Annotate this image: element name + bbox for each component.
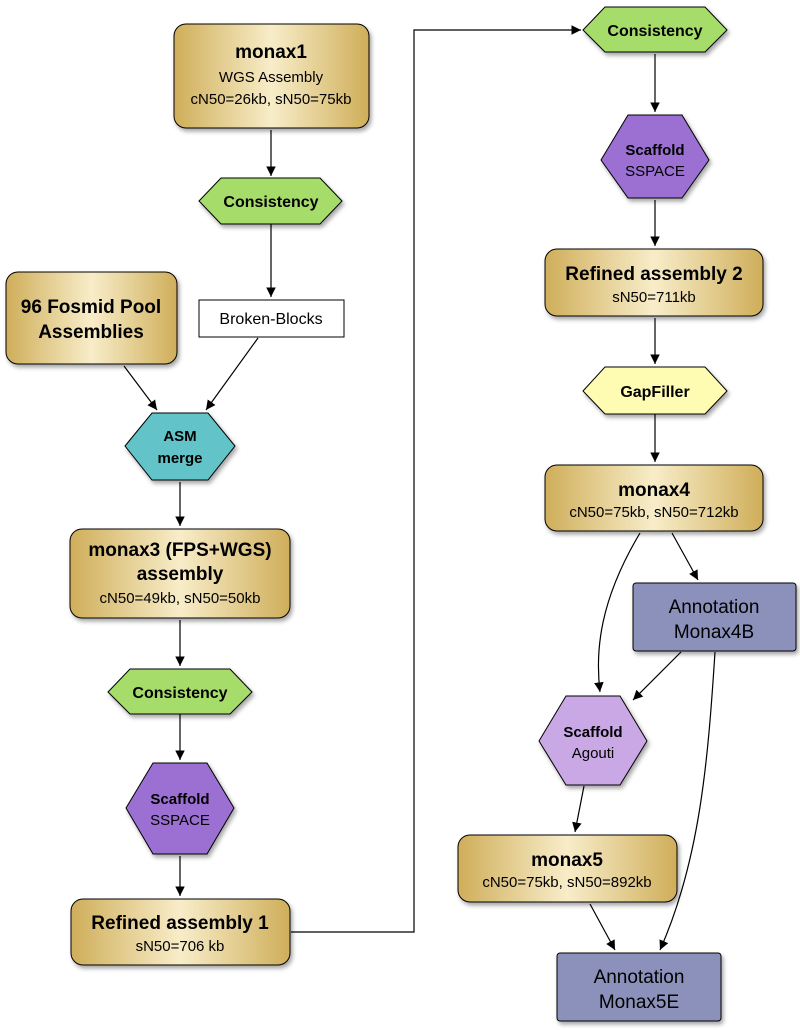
node-fosmid-pool: 96 Fosmid Pool Assemblies	[5, 271, 178, 365]
node-broken-blocks: Broken-Blocks	[198, 299, 345, 338]
monax4-title: monax4	[618, 480, 690, 501]
node-refined-assembly-2: Refined assembly 2 sN50=711kb	[544, 248, 764, 317]
edge-annotation4-annotation5	[659, 651, 716, 951]
monax1-title: monax1	[235, 42, 307, 63]
node-consistency-2: Consistency	[107, 668, 253, 715]
edges	[123, 25, 716, 951]
edge-brokenblocks-asmmerge	[205, 337, 259, 411]
annotation5-line2: Monax5E	[599, 992, 679, 1013]
edge-monax5-annotation5	[589, 903, 616, 951]
node-annotation-monax4b: Annotation Monax4B	[632, 582, 797, 652]
node-monax5: monax5 cN50=75kb, sN50=892kb	[457, 834, 678, 903]
fosmid-line2: Assemblies	[38, 322, 144, 343]
node-scaffold-agouti: Scaffold Agouti	[538, 695, 648, 786]
edge-fosmid-asmmerge	[123, 365, 158, 411]
refined-1-title: Refined assembly 1	[91, 913, 269, 934]
monax5-title: monax5	[531, 850, 603, 871]
asm-merge-line2: merge	[157, 450, 202, 467]
monax4-sub: cN50=75kb, sN50=712kb	[569, 504, 738, 521]
monax1-line2: cN50=26kb, sN50=75kb	[191, 91, 352, 108]
annotation4-line2: Monax4B	[674, 622, 754, 643]
node-scaffold-sspace-1: Scaffold SSPACE	[125, 762, 235, 855]
edge-annotation4-scaffold3	[632, 651, 682, 701]
consistency-1-label: Consistency	[223, 194, 318, 211]
node-consistency-1: Consistency	[198, 177, 343, 225]
node-monax3: monax3 (FPS+WGS) assembly cN50=49kb, sN5…	[69, 528, 291, 619]
asm-merge-line1: ASM	[163, 428, 196, 445]
refined-2-sub: sN50=711kb	[612, 289, 696, 306]
monax5-sub: cN50=75kb, sN50=892kb	[482, 874, 651, 891]
node-asm-merge: ASM merge	[124, 412, 236, 481]
scaffold-3-tool: Agouti	[572, 745, 615, 762]
consistency-3-label: Consistency	[607, 23, 702, 40]
edge-scaffold3-monax5	[572, 785, 585, 833]
edge-monax4-annotation4	[671, 532, 699, 581]
scaffold-1-tool: SSPACE	[150, 812, 210, 829]
node-refined-assembly-1: Refined assembly 1 sN50=706 kb	[70, 898, 291, 966]
fosmid-line1: 96 Fosmid Pool	[21, 297, 161, 318]
monax3-line1: monax3 (FPS+WGS)	[88, 540, 271, 561]
edge-refined1-consistency3	[291, 25, 581, 933]
monax3-line3: cN50=49kb, sN50=50kb	[100, 590, 261, 607]
node-gapfiller: GapFiller	[582, 366, 728, 415]
refined-2-title: Refined assembly 2	[565, 264, 742, 285]
node-monax1: monax1 WGS Assembly cN50=26kb, sN50=75kb	[173, 23, 370, 129]
node-annotation-monax5e: Annotation Monax5E	[556, 952, 722, 1022]
monax1-line1: WGS Assembly	[219, 69, 324, 86]
node-scaffold-sspace-2: Scaffold SSPACE	[600, 114, 710, 199]
edge-monax4-scaffold3	[594, 532, 641, 693]
monax3-line2: assembly	[137, 564, 224, 585]
broken-blocks-label: Broken-Blocks	[219, 311, 322, 328]
consistency-2-label: Consistency	[132, 685, 227, 702]
scaffold-1-title: Scaffold	[150, 791, 209, 808]
scaffold-2-tool: SSPACE	[625, 163, 685, 180]
annotation5-line1: Annotation	[594, 967, 685, 988]
node-consistency-3: Consistency	[582, 6, 728, 53]
gapfiller-label: GapFiller	[620, 384, 689, 401]
refined-1-sub: sN50=706 kb	[136, 938, 225, 955]
annotation4-line1: Annotation	[669, 597, 760, 618]
scaffold-2-title: Scaffold	[625, 142, 684, 159]
node-monax4: monax4 cN50=75kb, sN50=712kb	[544, 464, 764, 532]
scaffold-3-title: Scaffold	[563, 724, 622, 741]
